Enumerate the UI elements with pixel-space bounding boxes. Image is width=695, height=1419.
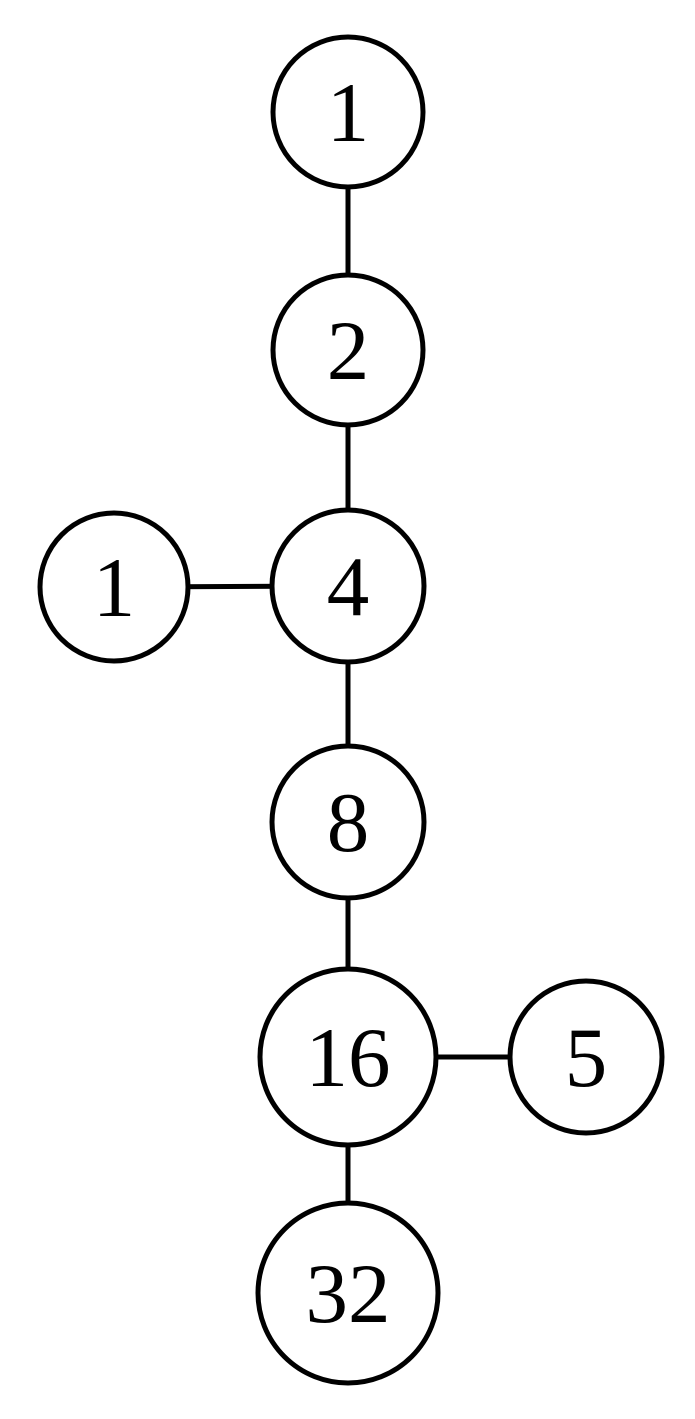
graph-node-1-left: 1 bbox=[37, 510, 191, 664]
graph-node-5: 5 bbox=[507, 978, 665, 1136]
graph-node-8: 8 bbox=[269, 743, 427, 901]
graph-node-16-label: 16 bbox=[306, 1011, 391, 1105]
graph-node-16-circle bbox=[257, 966, 439, 1148]
graph-node-5-label: 5 bbox=[565, 1011, 608, 1105]
graph-node-4-circle bbox=[269, 507, 427, 665]
graph-node-1-top-label: 1 bbox=[327, 66, 370, 160]
graph-node-16: 16 bbox=[257, 966, 439, 1148]
graph-node-4: 4 bbox=[269, 507, 427, 665]
graph-node-2-label: 2 bbox=[327, 304, 370, 398]
graph-node-32: 32 bbox=[255, 1200, 441, 1386]
graph-node-1-top: 1 bbox=[270, 34, 426, 190]
graph-node-2-circle bbox=[270, 272, 426, 428]
graph-node-2: 2 bbox=[270, 272, 426, 428]
graph-node-32-label: 32 bbox=[306, 1247, 391, 1341]
nodes-layer: 1 2 1 4 8 16 5 32 bbox=[37, 34, 665, 1386]
graph-node-1-top-circle bbox=[270, 34, 426, 190]
graph-node-1-left-circle bbox=[37, 510, 191, 664]
graph-node-8-label: 8 bbox=[327, 776, 370, 870]
graph-node-32-circle bbox=[255, 1200, 441, 1386]
graph-node-5-circle bbox=[507, 978, 665, 1136]
graph-node-4-label: 4 bbox=[327, 540, 370, 634]
graph-node-8-circle bbox=[269, 743, 427, 901]
graph-node-1-left-label: 1 bbox=[93, 541, 136, 635]
